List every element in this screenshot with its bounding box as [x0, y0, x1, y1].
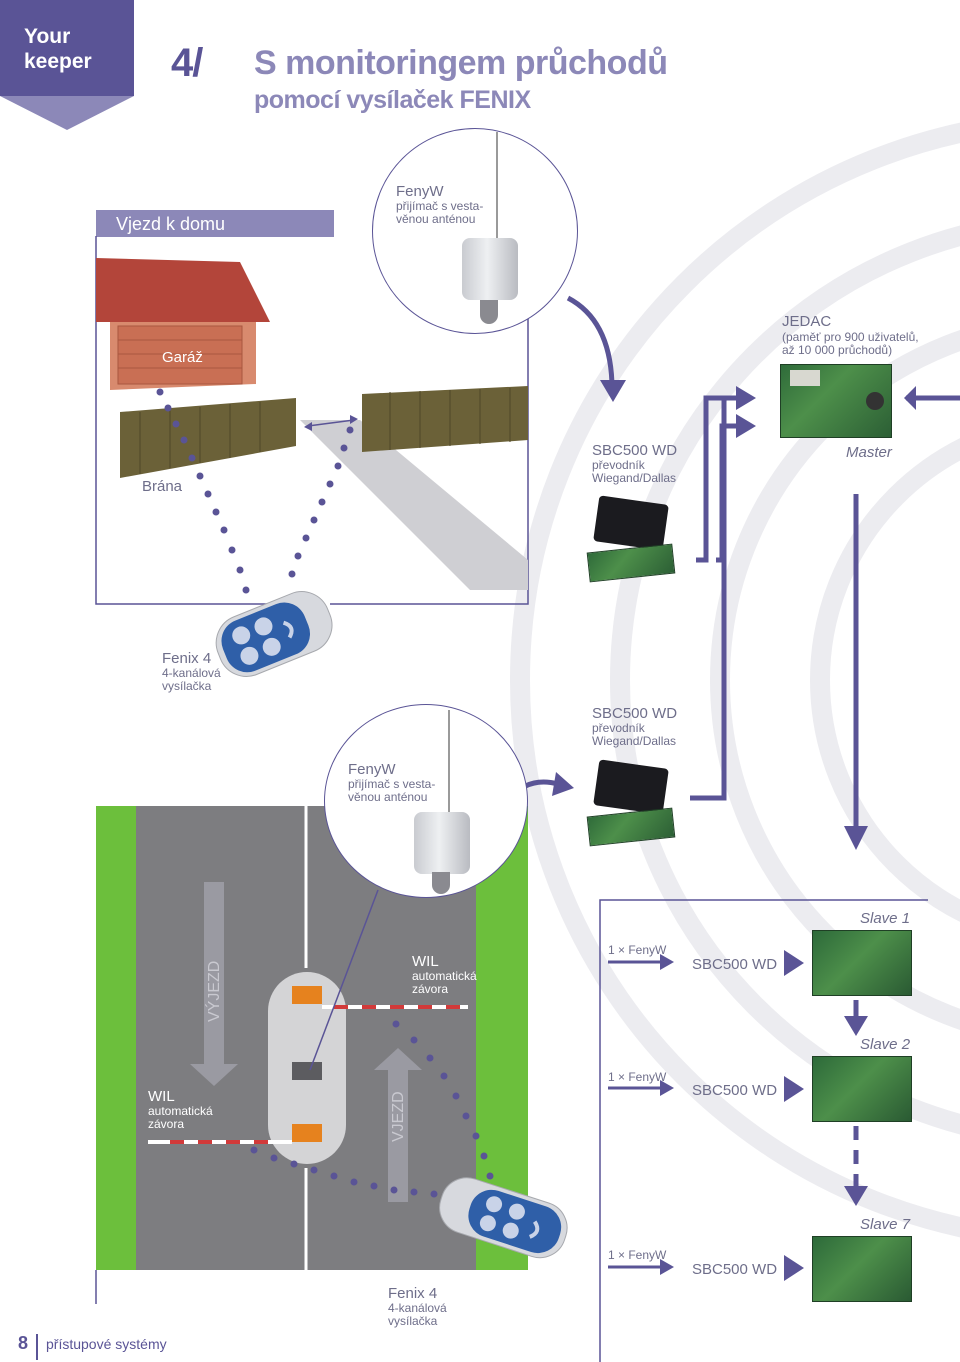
receiver-bottom-bracket — [432, 872, 450, 894]
slave-7-controller-image — [812, 1236, 912, 1302]
page-subtitle: pomocí vysílaček FENIX — [254, 86, 531, 114]
remote-top-name: Fenix 4 — [162, 650, 212, 667]
page-title: S monitoringem průchodů — [254, 44, 668, 82]
garage-label: Garáž — [162, 349, 203, 366]
slave-2-converter: SBC500 WD — [692, 1082, 778, 1099]
brand-badge-arrow — [0, 96, 134, 130]
receiver-top-antenna — [496, 132, 498, 242]
slave-7-label: Slave 7 — [860, 1216, 911, 1233]
receiver-bottom-antenna — [448, 710, 450, 820]
barrier-top-desc-2: závora — [412, 982, 449, 996]
receiver-bottom-name: FenyW — [348, 761, 396, 778]
slave-1-label: Slave 1 — [860, 910, 911, 927]
controller-role: Master — [846, 444, 892, 461]
receiver-top-desc-2: věnou anténou — [396, 212, 476, 226]
converter-top-desc-1: převodník — [592, 458, 645, 472]
fenix-remote-bottom-image — [439, 1177, 568, 1259]
fenix-remote-top-image — [215, 591, 333, 677]
converter-mid-desc-2: Wiegand/Dallas — [592, 734, 677, 748]
gate-label: Brána — [142, 478, 183, 495]
section-number: 4/ — [171, 41, 203, 85]
barrier-top-name: WIL — [412, 953, 439, 970]
barrier-left-desc-2: závora — [148, 1117, 185, 1131]
slave-1-receiver-count: 1 × FenyW — [608, 943, 667, 957]
receiver-top-desc-1: přijímač s vesta- — [396, 199, 484, 213]
receiver-bottom-desc-2: věnou anténou — [348, 790, 428, 804]
jedac-battery-icon — [866, 392, 884, 410]
barrier-top-desc-1: automatická — [412, 969, 477, 983]
brand-badge-text: Your keeper — [24, 25, 92, 74]
remote-bottom-name: Fenix 4 — [388, 1285, 438, 1302]
remote-bottom-desc-1: 4-kanálová — [388, 1301, 447, 1315]
slave-2-receiver-count: 1 × FenyW — [608, 1070, 667, 1084]
receiver-top-name: FenyW — [396, 183, 444, 200]
remote-top-desc-1: 4-kanálová — [162, 666, 221, 680]
entry-label-bar — [96, 210, 334, 237]
slave-7-receiver-count: 1 × FenyW — [608, 1248, 667, 1262]
barrier-left-name: WIL — [148, 1088, 175, 1105]
remote-bottom-desc-2: vysílačka — [388, 1314, 438, 1328]
controller-desc-2: až 10 000 průchodů) — [782, 343, 893, 357]
slave-1-converter: SBC500 WD — [692, 956, 778, 973]
converter-mid-desc-1: převodník — [592, 721, 645, 735]
barrier-left-desc-1: automatická — [148, 1104, 213, 1118]
jedac-display-icon — [790, 370, 820, 386]
converter-top-name: SBC500 WD — [592, 442, 678, 459]
receiver-top-bracket — [480, 300, 498, 324]
converter-mid-name: SBC500 WD — [592, 705, 678, 722]
slave-2-controller-image — [812, 1056, 912, 1122]
receiver-top-image — [462, 238, 518, 300]
remote-top-desc-2: vysílačka — [162, 679, 212, 693]
controller-name: JEDAC — [782, 313, 832, 330]
receiver-bottom-desc-1: přijímač s vesta- — [348, 777, 436, 791]
slave-2-label: Slave 2 — [860, 1036, 911, 1053]
footer-section-name: přístupové systémy — [46, 1336, 167, 1352]
entry-label: Vjezd k domu — [116, 214, 226, 234]
brand-badge — [0, 0, 134, 96]
page-number: 8 — [18, 1333, 29, 1353]
converter-top-desc-2: Wiegand/Dallas — [592, 471, 677, 485]
slave-1-controller-image — [812, 930, 912, 996]
slave-7-converter: SBC500 WD — [692, 1261, 778, 1278]
footer-divider — [36, 1334, 38, 1360]
receiver-bottom-image — [414, 812, 470, 874]
controller-desc-1: (paměť pro 900 uživatelů, — [782, 330, 919, 344]
